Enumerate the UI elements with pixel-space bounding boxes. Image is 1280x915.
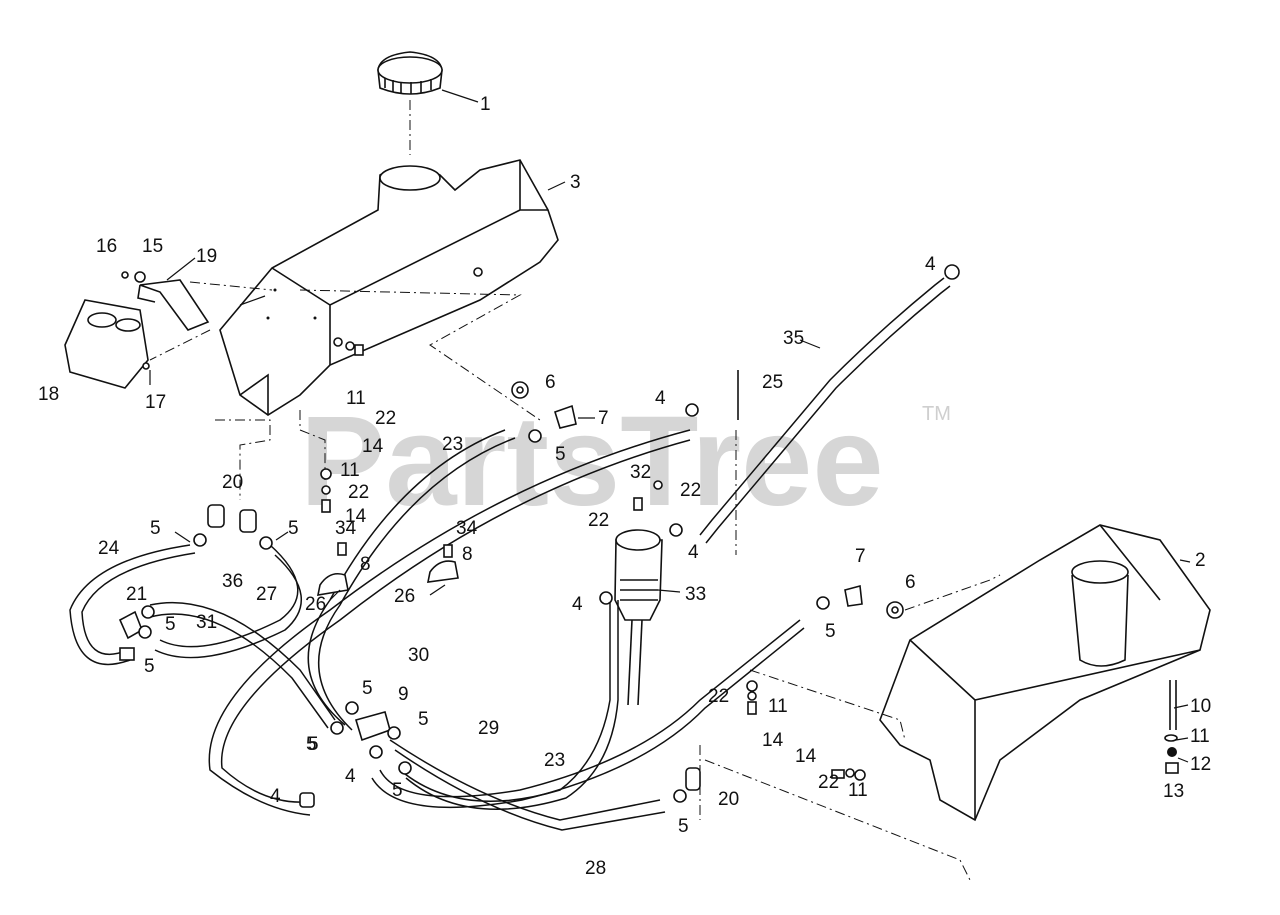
callout-36: 36 bbox=[222, 571, 243, 592]
callout-4: 4 bbox=[345, 766, 356, 787]
callout-22: 22 bbox=[588, 510, 609, 531]
callout-3: 3 bbox=[570, 172, 581, 193]
callout-22: 22 bbox=[818, 772, 839, 793]
callout-5: 5 bbox=[418, 709, 429, 730]
callout-4: 4 bbox=[655, 388, 666, 409]
leader-lines bbox=[149, 89, 1191, 763]
callout-8: 8 bbox=[360, 554, 371, 575]
callout-4: 4 bbox=[270, 786, 281, 807]
callout-19: 19 bbox=[196, 246, 217, 267]
callout-6: 6 bbox=[905, 572, 916, 593]
left-fuel-tank bbox=[219, 159, 559, 416]
callout-27: 27 bbox=[256, 584, 277, 605]
callout-1: 1 bbox=[480, 94, 491, 115]
callout-5: 5 bbox=[306, 734, 317, 755]
callout-5: 5 bbox=[308, 734, 319, 755]
callout-31: 31 bbox=[196, 612, 217, 633]
callout-18: 18 bbox=[38, 384, 59, 405]
callout-15: 15 bbox=[142, 236, 163, 257]
screw-17 bbox=[142, 362, 150, 370]
callout-9: 9 bbox=[398, 684, 409, 705]
mounting-bracket bbox=[137, 279, 210, 331]
callout-5: 5 bbox=[362, 678, 373, 699]
callout-6: 6 bbox=[545, 372, 556, 393]
callout-13: 13 bbox=[1163, 781, 1184, 802]
callout-26: 26 bbox=[394, 586, 415, 607]
callout-14: 14 bbox=[795, 746, 817, 767]
callout-labels: 1 2 3 4 4 4 4 4 4 5 5 5 5 5 5 5 5 5 5 5 … bbox=[38, 94, 1211, 879]
callout-21: 21 bbox=[126, 584, 147, 605]
callout-10: 10 bbox=[1190, 696, 1211, 717]
callout-26: 26 bbox=[305, 594, 326, 615]
washer-15 bbox=[134, 271, 146, 283]
fuel-cap bbox=[377, 51, 443, 95]
callout-5: 5 bbox=[144, 656, 155, 677]
callout-23: 23 bbox=[442, 434, 463, 455]
callout-11: 11 bbox=[768, 696, 788, 717]
callout-14: 14 bbox=[762, 730, 784, 751]
screw-16 bbox=[121, 271, 129, 279]
callout-25: 25 bbox=[762, 372, 783, 393]
callout-4: 4 bbox=[688, 542, 699, 563]
callout-22: 22 bbox=[680, 480, 701, 501]
tank-dashlines bbox=[149, 281, 541, 421]
callout-20: 20 bbox=[222, 472, 243, 493]
callout-5: 5 bbox=[392, 780, 403, 801]
callout-5: 5 bbox=[555, 444, 566, 465]
callout-12: 12 bbox=[1190, 754, 1211, 775]
callout-34: 34 bbox=[456, 518, 478, 539]
callout-14: 14 bbox=[362, 436, 384, 457]
callout-22: 22 bbox=[708, 686, 729, 707]
fittings bbox=[118, 264, 1179, 808]
callout-5: 5 bbox=[165, 614, 176, 635]
right-fuel-tank bbox=[879, 524, 1211, 822]
callout-33: 33 bbox=[685, 584, 706, 605]
callout-35: 35 bbox=[783, 328, 804, 349]
tank-drops bbox=[215, 410, 326, 500]
watermark-trademark: TM bbox=[922, 403, 951, 425]
callout-5: 5 bbox=[678, 816, 689, 837]
callout-5: 5 bbox=[150, 518, 161, 539]
callout-28: 28 bbox=[585, 858, 606, 879]
gauge-housing bbox=[64, 299, 149, 389]
callout-5: 5 bbox=[288, 518, 299, 539]
callout-34: 34 bbox=[335, 518, 357, 539]
callout-7: 7 bbox=[598, 408, 609, 429]
callout-8: 8 bbox=[462, 544, 473, 565]
callout-32: 32 bbox=[630, 462, 651, 483]
hoses bbox=[69, 277, 951, 831]
fuel-filter bbox=[614, 529, 663, 706]
callout-2: 2 bbox=[1195, 550, 1206, 571]
callout-29: 29 bbox=[478, 718, 499, 739]
callout-11: 11 bbox=[848, 780, 868, 801]
callout-22: 22 bbox=[348, 482, 369, 503]
callout-11: 11 bbox=[1190, 726, 1210, 747]
callout-11: 11 bbox=[340, 460, 360, 481]
callout-11: 11 bbox=[346, 388, 366, 409]
callout-5: 5 bbox=[825, 621, 836, 642]
callout-22: 22 bbox=[375, 408, 396, 429]
callout-23: 23 bbox=[544, 750, 565, 771]
callout-17: 17 bbox=[145, 392, 166, 413]
callout-30: 30 bbox=[408, 645, 429, 666]
callout-14: 14 bbox=[345, 506, 367, 527]
callout-4: 4 bbox=[925, 254, 936, 275]
callout-16: 16 bbox=[96, 236, 117, 257]
callout-7: 7 bbox=[855, 546, 866, 567]
callout-20: 20 bbox=[718, 789, 739, 810]
callout-24: 24 bbox=[98, 538, 120, 559]
callout-4: 4 bbox=[572, 594, 583, 615]
